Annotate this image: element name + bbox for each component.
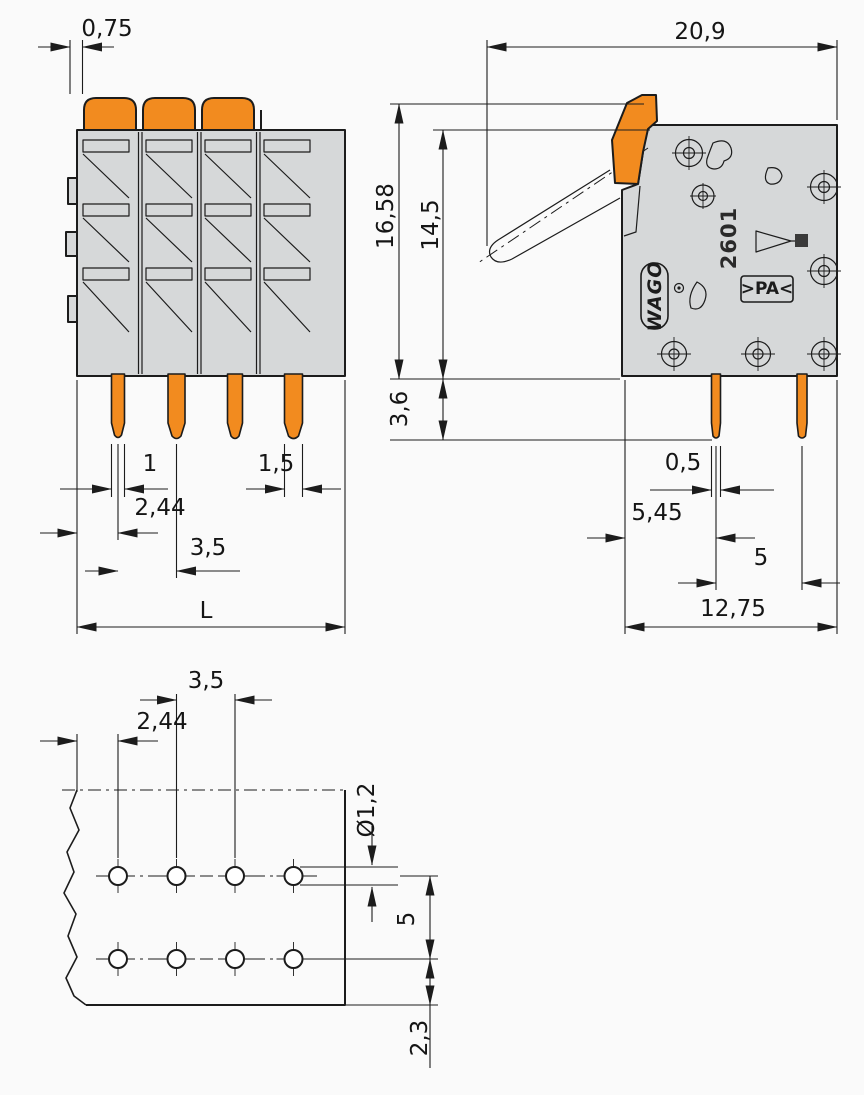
mold-cutout — [764, 167, 783, 185]
front-view: 0,75 1 1,5 2,44 3,5 L — [38, 16, 346, 634]
side-dim-16-58: 16,58 — [373, 183, 399, 249]
mold-cutout — [706, 140, 733, 170]
series-marking: 2601 — [717, 207, 741, 269]
side-lever — [611, 94, 658, 185]
lever-slot-line — [623, 185, 641, 237]
drill-hole — [283, 866, 304, 886]
extension-lines — [390, 40, 838, 634]
clamp-spring-details — [82, 139, 311, 333]
side-dim-14-5: 14,5 — [418, 199, 444, 250]
drill-hole — [225, 866, 245, 886]
front-dim-3-5: 3,5 — [190, 535, 227, 561]
solder-pin — [226, 373, 244, 440]
solder-pin — [110, 373, 126, 439]
pole-divider-lines — [137, 132, 261, 374]
front-left-tab — [67, 295, 78, 323]
solder-pin — [710, 373, 722, 439]
hole-crosshairs — [101, 859, 311, 976]
drill-hole — [166, 866, 187, 886]
side-solder-pins — [710, 373, 808, 439]
extension-lines — [76, 694, 438, 1068]
circle-crosshairs — [657, 136, 841, 371]
footprint-dim-dia-1-2: Ø1,2 — [354, 783, 380, 838]
material-text: >PA< — [741, 279, 794, 299]
drill-hole — [283, 949, 304, 969]
lever-outline — [488, 169, 621, 263]
solder-pin — [283, 373, 304, 440]
wago-logo: WAGO — [640, 261, 669, 332]
footprint-view: 3,5 2,44 Ø1,2 5 2,3 — [40, 668, 438, 1068]
front-dim-L: L — [200, 598, 213, 624]
drill-hole — [108, 866, 128, 886]
footprint-dim-2-3: 2,3 — [407, 1020, 433, 1057]
wago-logo-text: WAGO — [644, 261, 666, 332]
footprint-edges — [86, 790, 346, 1006]
flag-square — [795, 234, 808, 247]
lever — [611, 94, 658, 185]
side-dim-5: 5 — [754, 545, 769, 571]
side-view: 2601 WAGO >PA< 20,9 1 — [373, 19, 841, 634]
front-pushers — [83, 97, 262, 131]
footprint-break-edge — [63, 789, 87, 1006]
material-marking: >PA< — [740, 275, 794, 303]
front-dim-2-44: 2,44 — [134, 495, 185, 521]
flag-symbol — [755, 230, 808, 253]
pusher — [142, 97, 196, 131]
extension-lines — [69, 40, 346, 634]
front-dim-1: 1 — [143, 451, 158, 477]
front-solder-pins — [110, 373, 304, 440]
pusher — [201, 97, 255, 131]
side-dim-5-45: 5,45 — [631, 500, 682, 526]
side-dim-3-6: 3,6 — [387, 391, 413, 428]
wago-logo-capsule — [640, 262, 669, 330]
pusher — [83, 97, 137, 131]
front-left-tab — [67, 177, 78, 205]
front-housing — [76, 129, 346, 377]
side-dim-12-75: 12,75 — [700, 596, 766, 622]
drill-holes — [108, 866, 304, 969]
front-dim-0-75: 0,75 — [81, 16, 132, 42]
solder-pin — [796, 373, 808, 439]
solder-pin — [167, 373, 186, 440]
front-left-tab — [65, 231, 78, 257]
drill-hole — [166, 949, 187, 969]
contact-circles — [657, 136, 841, 371]
mold-cutout — [689, 281, 707, 310]
front-body — [65, 129, 346, 377]
side-dim-20-9: 20,9 — [674, 19, 725, 45]
side-dim-0-5: 0,5 — [665, 450, 702, 476]
material-box — [740, 275, 794, 303]
front-dim-1-5: 1,5 — [258, 451, 295, 477]
drill-hole — [225, 949, 245, 969]
footprint-dim-3-5: 3,5 — [188, 668, 225, 694]
footprint-dim-2-44: 2,44 — [136, 709, 187, 735]
footprint-dim-5: 5 — [394, 912, 420, 927]
drill-hole — [108, 949, 128, 969]
